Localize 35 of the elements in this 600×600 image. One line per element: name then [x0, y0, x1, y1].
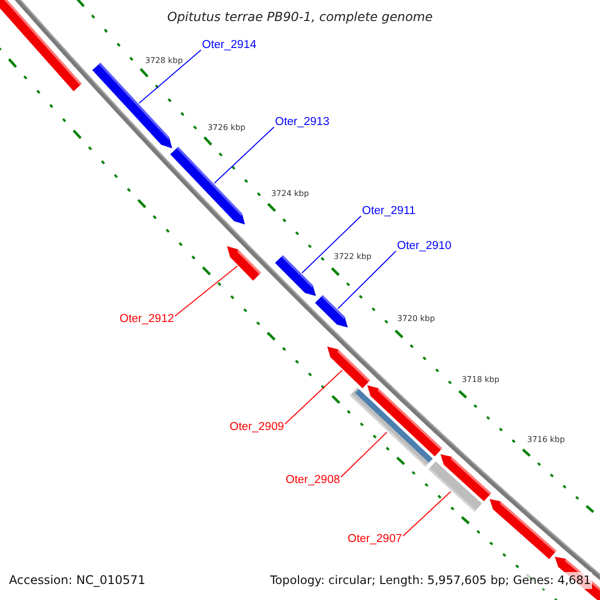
gene-label: Oter_2913: [275, 116, 330, 129]
gene-label: Oter_2909: [230, 421, 284, 434]
gene-feature: [490, 499, 556, 560]
scale-label: 3724 kbp: [271, 188, 309, 200]
gene-label: Oter_2911: [362, 205, 416, 218]
gene-label: Oter_2912: [120, 313, 174, 326]
accession-text: Accession: NC_010571: [9, 574, 146, 587]
genome-summary-text: Topology: circular; Length: 5,957,605 bp; Genes: 4,681: [268, 572, 592, 589]
gene-label: Oter_2910: [397, 240, 452, 253]
gene-feature: [327, 346, 370, 388]
scale-label: 3716 kbp: [527, 434, 565, 446]
gene-feature: [428, 461, 482, 512]
gene-label: Oter_2908: [286, 474, 340, 487]
leader-line: [337, 250, 396, 310]
leader-line: [174, 266, 238, 316]
gene-feature: [275, 255, 316, 296]
leader-line: [284, 370, 343, 424]
leader-line: [214, 126, 274, 184]
title: Opitutus terrae PB90-1, complete genome: [167, 9, 433, 24]
gene-feature: [170, 146, 245, 224]
scale-label: 3720 kbp: [397, 313, 435, 326]
gene-feature: [0, 0, 82, 92]
gene-label: Oter_2907: [348, 533, 402, 546]
gene-feature: [227, 246, 261, 281]
leader-line: [302, 216, 362, 274]
gene-feature: [350, 388, 433, 467]
gene-feature: [315, 295, 348, 328]
scale-label: 3726 kbp: [208, 122, 246, 134]
scale-label: 3728 kbp: [145, 54, 183, 67]
scale-label: 3718 kbp: [462, 374, 500, 386]
gene-label: Oter_2914: [202, 39, 256, 52]
leader-line: [340, 432, 388, 478]
leader-line: [402, 491, 452, 536]
leader-line: [138, 50, 202, 104]
scale-label: 3722 kbp: [334, 251, 372, 264]
